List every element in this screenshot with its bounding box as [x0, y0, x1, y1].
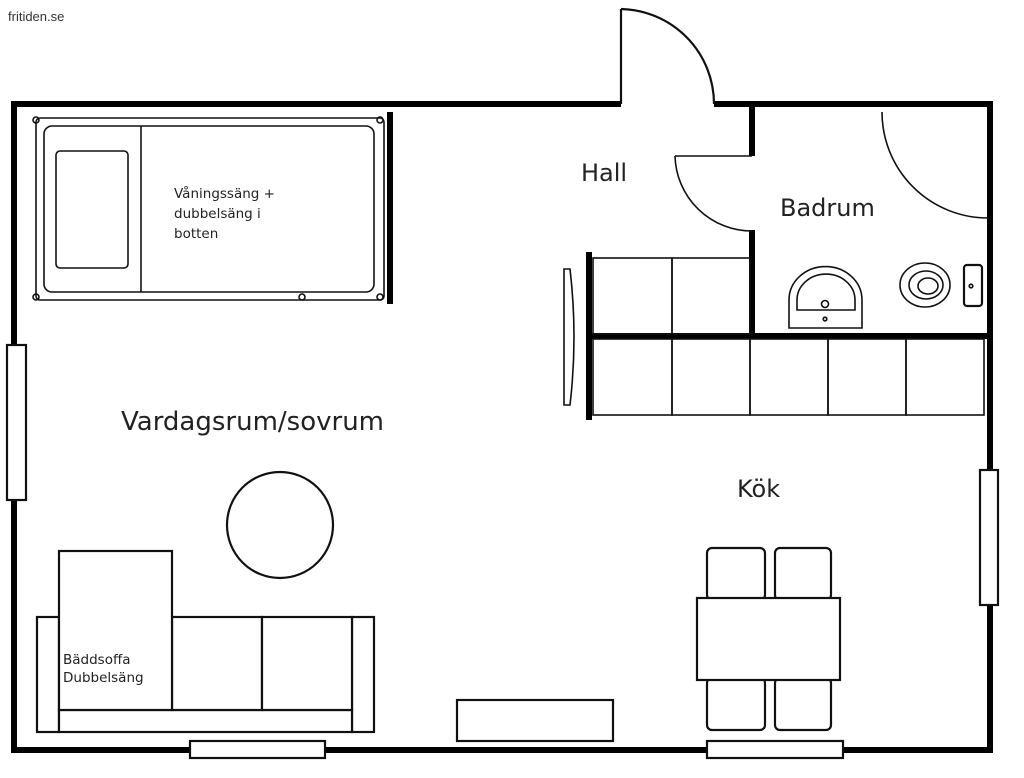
- bunk-bed-label-3: botten: [174, 226, 218, 242]
- tv-bench: [455, 698, 615, 743]
- windows: [5, 343, 1000, 760]
- sofa-bed-label-1: Bäddsoffa: [63, 652, 131, 668]
- room-label-bathroom: Badrum: [780, 194, 875, 222]
- bathroom-door: [674, 155, 753, 232]
- sofa-bed-label-2: Dubbelsäng: [63, 670, 144, 686]
- toilet: [899, 262, 984, 308]
- bathroom-walls: [586, 104, 990, 420]
- mirror: [563, 268, 575, 406]
- room-label-kitchen: Kök: [737, 475, 780, 503]
- kitchen-cabinets: [592, 257, 985, 416]
- sofa-bed: Bäddsoffa Dubbelsäng: [35, 549, 376, 734]
- watermark: fritiden.se: [8, 9, 64, 24]
- entry-door: [619, 7, 716, 105]
- room-label-living: Vardagsrum/sovrum: [121, 407, 384, 437]
- sink: [788, 265, 863, 329]
- round-table: [225, 470, 335, 580]
- room-label-hall: Hall: [581, 159, 627, 187]
- outer-walls: [11, 101, 993, 753]
- bathroom-inner-door-arc: [881, 111, 989, 219]
- bunk-bed-label-1: Våningssäng +: [174, 185, 275, 202]
- bunk-bed-label-2: dubbelsäng i: [174, 206, 261, 222]
- bunk-bed: Våningssäng + dubbelsäng i botten: [32, 116, 385, 301]
- dining-set: [695, 546, 842, 732]
